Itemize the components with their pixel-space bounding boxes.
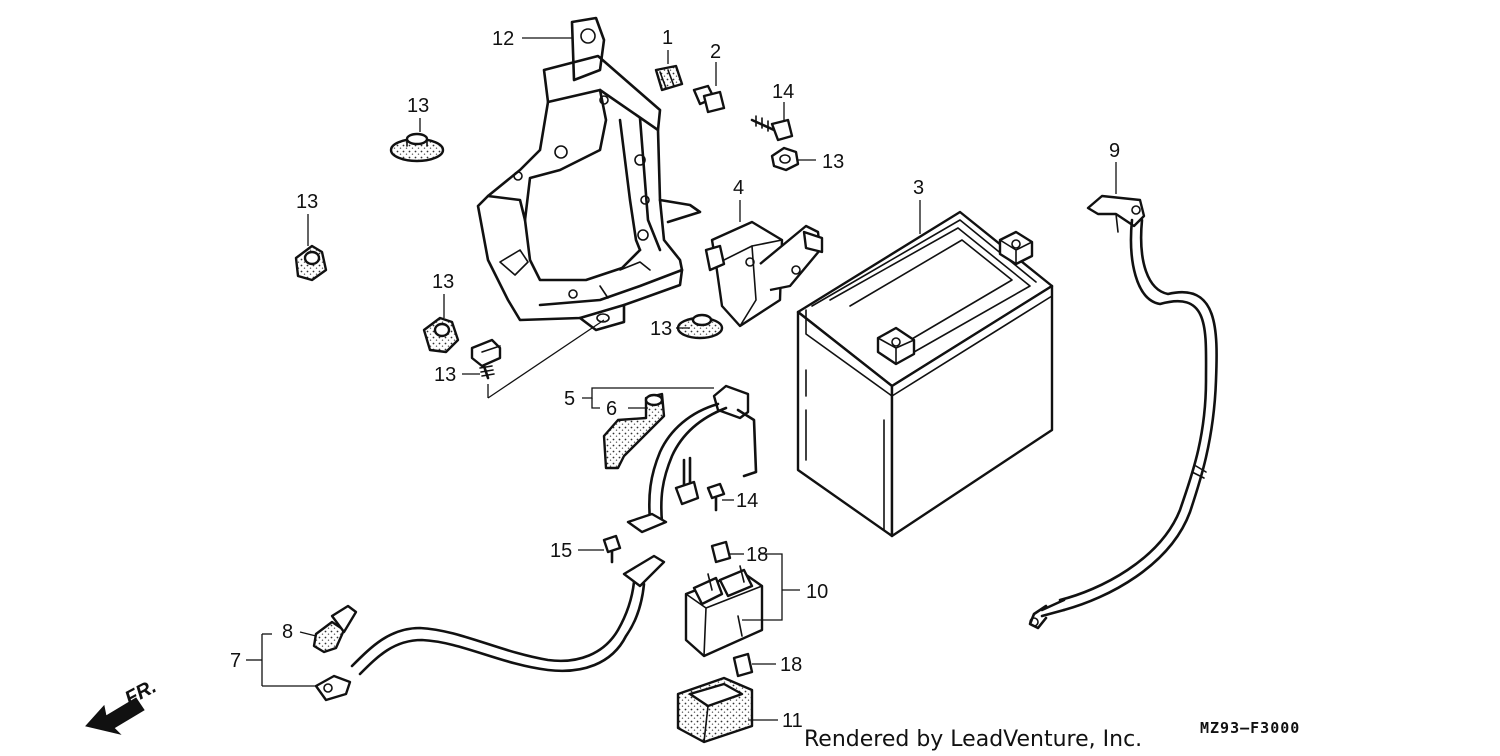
bolt-17 [750,115,794,142]
fuse-18-upper [710,540,732,564]
callout-13-mid: 13 [650,318,672,340]
collar-2 [692,84,726,114]
front-arrow-icon [85,697,145,735]
relay-cover-4 [704,220,824,328]
cushion-1 [654,64,684,92]
bolt-15 [470,338,502,380]
callout-4: 4 [733,177,744,199]
negative-cable-9 [1028,194,1218,630]
callout-9: 9 [1109,140,1120,162]
callout-17: 14 [772,81,794,103]
grommet-13-mid [676,313,724,340]
callout-18-upper: 18 [746,544,768,566]
callout-13-left: 13 [296,191,318,213]
callout-3: 3 [913,177,924,199]
bolt-14-upper [706,482,726,512]
callout-5: 5 [564,388,575,410]
callout-7: 7 [230,650,241,672]
credit-text: Rendered by LeadVenture, Inc. [804,727,1142,752]
callout-13-upper: 13 [407,95,429,117]
callout-1: 1 [662,27,673,49]
callout-10: 10 [806,581,828,603]
callout-16: 13 [822,151,844,173]
callout-14-lower: 15 [550,540,572,562]
terminal-cap-8 [312,604,358,654]
positive-cable-5 [626,384,758,534]
fuse-18-lower [732,652,754,678]
callout-11: 11 [782,710,803,732]
grommet-13-left [294,244,328,282]
callout-15: 13 [434,364,456,386]
relay-cover-11 [676,676,754,744]
callout-labels: 12 1 2 14 13 4 3 9 13 13 13 13 13 5 6 14… [230,27,1120,732]
leader-lines [246,37,1117,721]
terminal-cover-6 [602,392,666,470]
callout-18-lower: 18 [780,654,802,676]
callout-8: 8 [282,621,293,643]
starter-cable-7 [314,554,666,702]
callout-6: 6 [606,398,617,420]
callout-12: 12 [492,28,514,50]
battery-3 [796,210,1054,538]
nut-16 [770,146,800,172]
grommet-13-lower [422,316,460,354]
callout-2: 2 [710,41,721,63]
grommet-13-upper [389,132,445,163]
callout-14-upper: 14 [736,490,758,512]
battery-case-bracket [476,16,702,332]
bolt-14-lower [602,534,622,564]
callout-13-lower: 13 [432,271,454,293]
starter-relay-10 [684,565,764,658]
drawing-code: MZ93—F3000 [1200,719,1300,737]
